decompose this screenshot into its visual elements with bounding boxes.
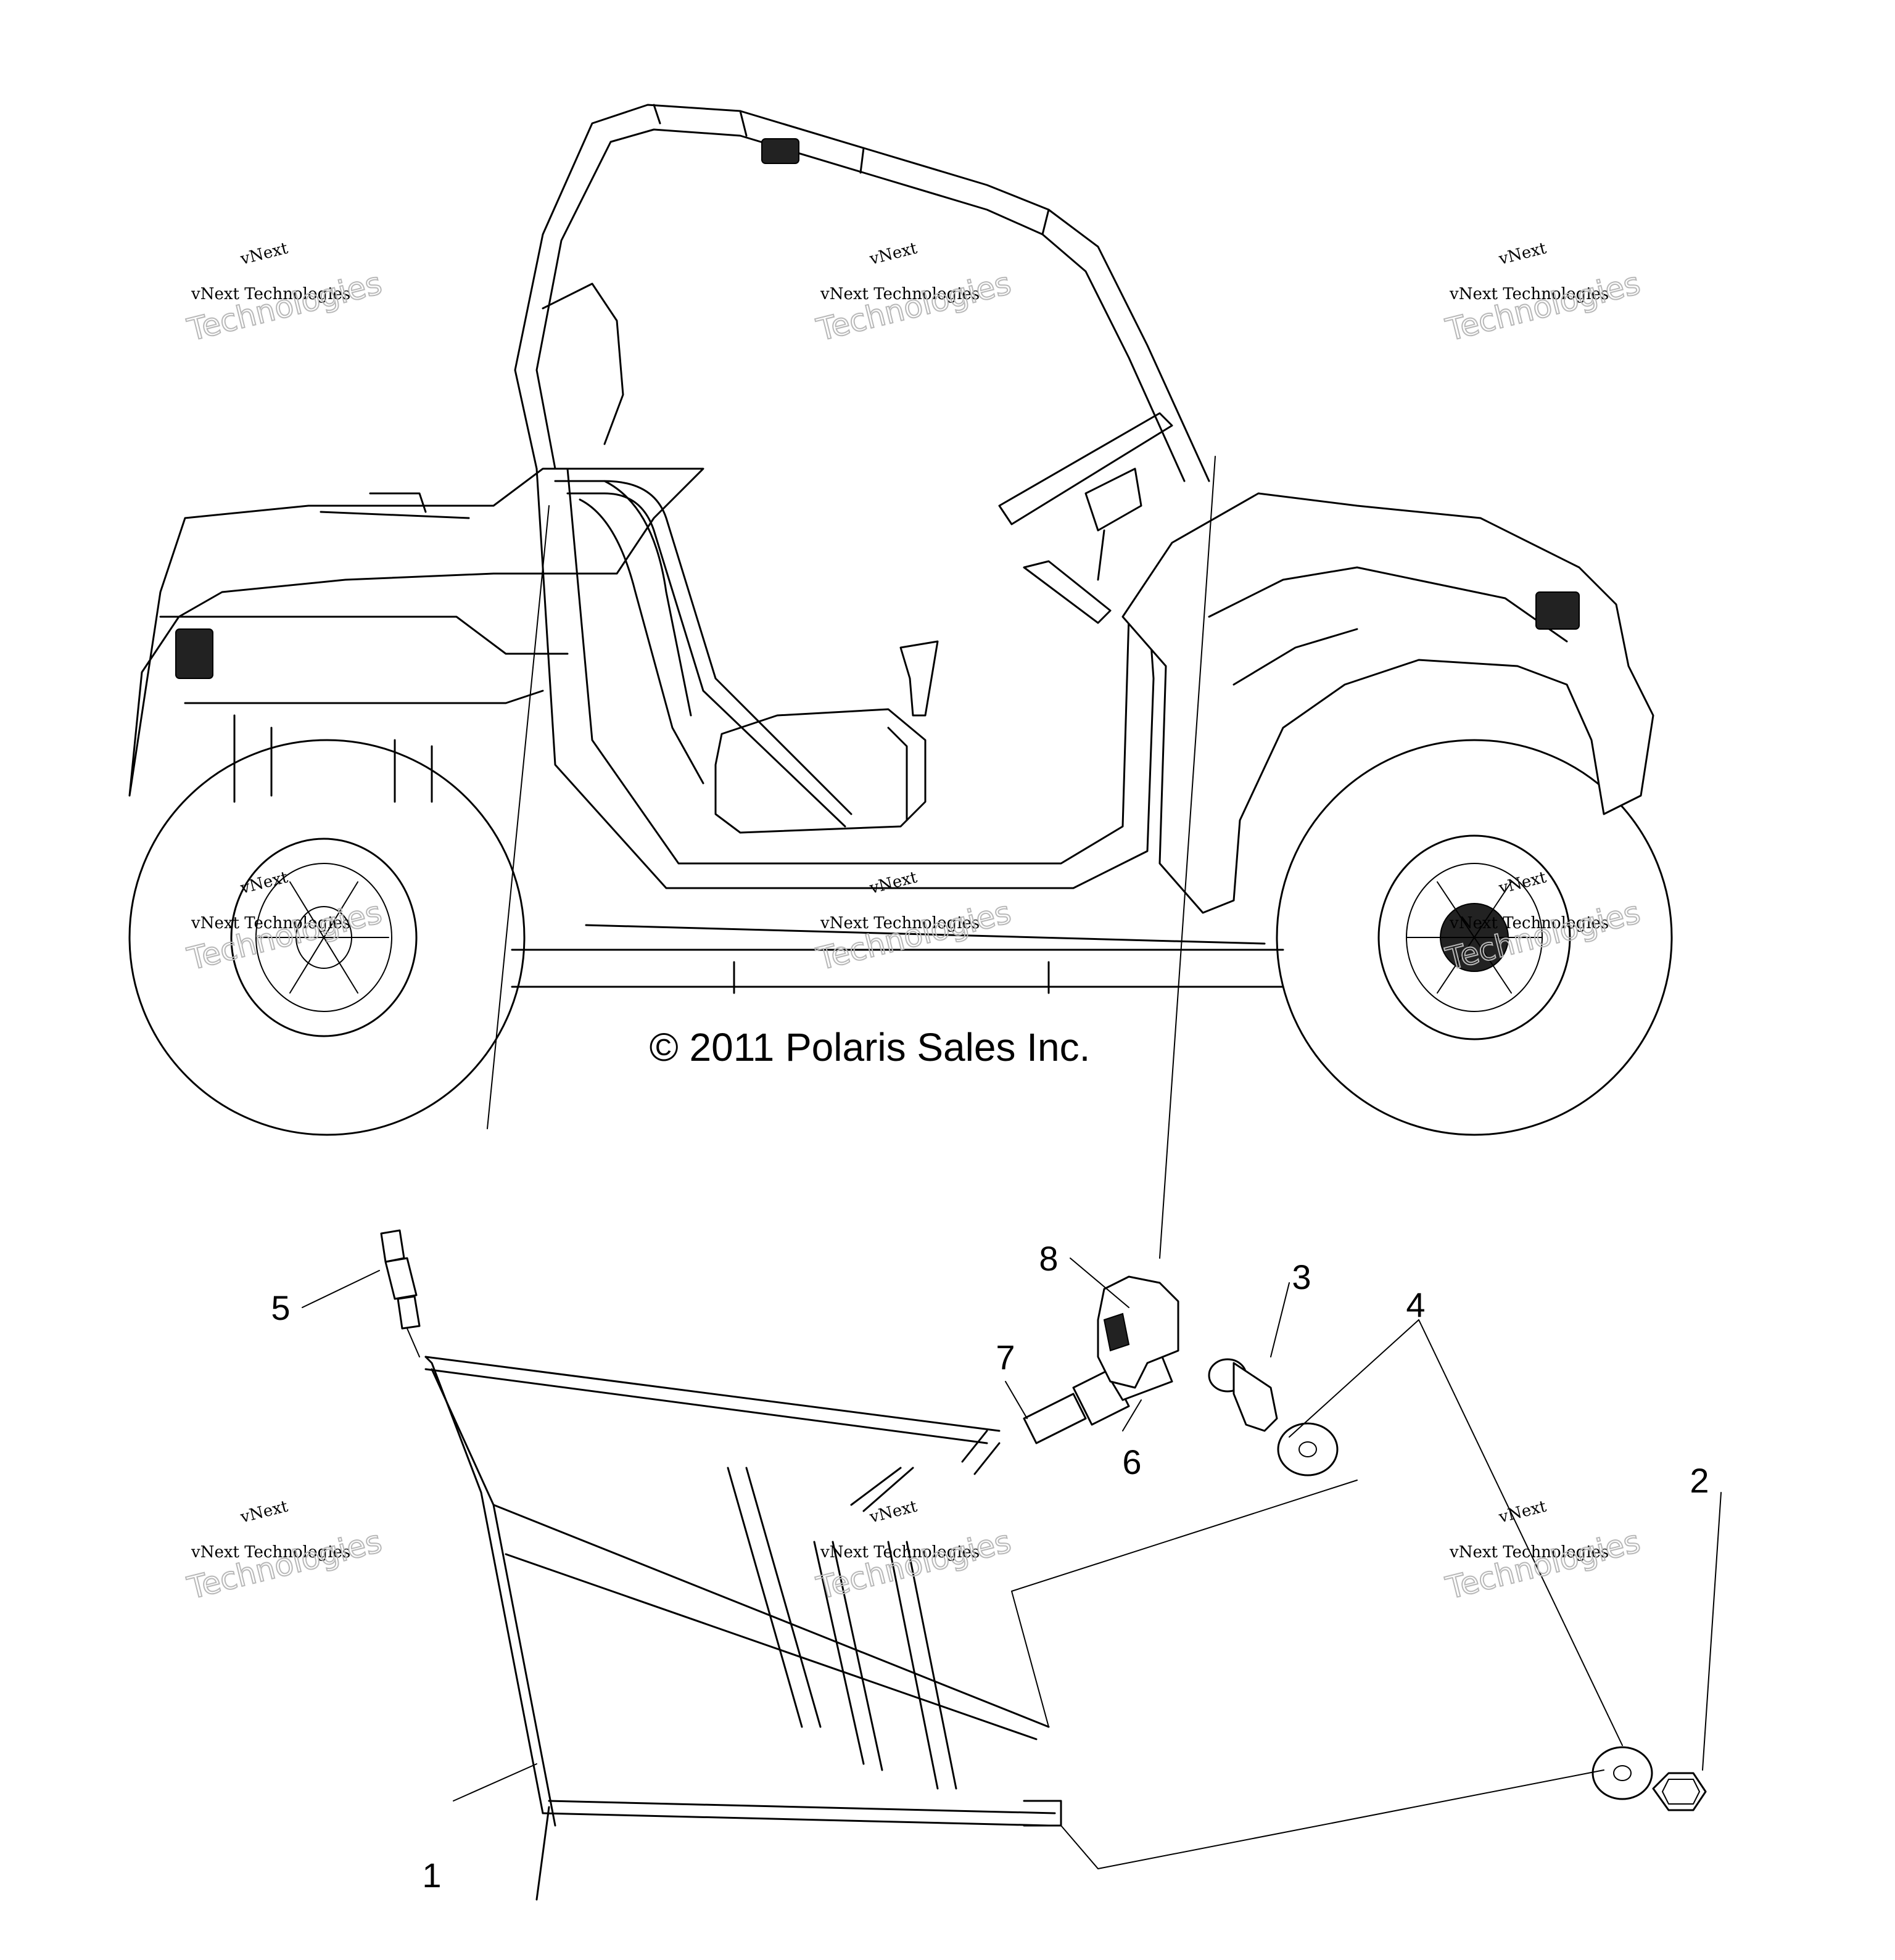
hex-nut [1652,1772,1707,1811]
watermark-brand: vNext [1497,1497,1548,1527]
washer-lower [1592,1746,1653,1800]
watermark-company: vNext Technologies [191,914,350,933]
callout-leaders [302,1258,1290,1801]
strap-clip [1097,1275,1179,1389]
copyright-notice: © 2011 Polaris Sales Inc. [650,1025,1091,1069]
callout-7: 7 [996,1338,1015,1377]
watermark-middle-center: vNext vNext Technologies Technologies [812,868,1015,978]
buckle-upper [380,1229,421,1357]
watermark-company: vNext Technologies [1449,1543,1609,1562]
watermark-company: vNext Technologies [820,1543,980,1562]
vehicle-illustration [128,104,1673,1259]
watermark-company: vNext Technologies [1449,914,1609,933]
watermark-outline: Technologies [813,1523,1015,1606]
watermark-top-center: vNext vNext Technologies Technologies [812,239,1015,349]
callout-4: 4 [1406,1285,1425,1324]
callout-2: 2 [1690,1461,1709,1500]
watermark-brand: vNext [238,1497,290,1527]
watermark-brand: vNext [867,868,919,898]
callout-3: 3 [1292,1258,1311,1296]
watermark-top-right: vNext vNext Technologies Technologies [1442,239,1645,349]
push-rivet [1208,1358,1278,1432]
assembly-lines [1011,1319,1722,1869]
watermark-outline: Technologies [813,265,1015,348]
watermark-top-left: vNext vNext Technologies Technologies [183,239,386,349]
watermark-company: vNext Technologies [191,1543,350,1562]
watermark-brand: vNext [238,239,290,269]
front-wheel [1276,739,1673,1136]
watermark-brand: vNext [1497,239,1548,269]
door-net-frame [424,1356,1062,1901]
watermark-company: vNext Technologies [1449,285,1609,303]
watermark-company: vNext Technologies [820,285,980,303]
watermark-bottom-left: vNext vNext Technologies Technologies [183,1497,386,1607]
callout-5: 5 [271,1288,290,1327]
washer-upper [1277,1422,1339,1476]
callout-8: 8 [1039,1239,1058,1278]
watermark-outline: Technologies [1442,1523,1644,1606]
watermark-outline: Technologies [1442,265,1644,348]
watermark-outline: Technologies [184,265,386,348]
buckle-lower [1023,1349,1173,1444]
watermark-bottom-right: vNext vNext Technologies Technologies [1442,1497,1645,1607]
callout-6: 6 [1122,1443,1141,1481]
watermark-company: vNext Technologies [820,914,980,933]
watermark-company: vNext Technologies [191,285,350,303]
watermark-outline: Technologies [813,894,1015,977]
watermark-outline: Technologies [184,1523,386,1606]
watermark-brand: vNext [867,239,919,269]
callout-1: 1 [422,1856,441,1895]
rear-wheel [128,739,526,1136]
